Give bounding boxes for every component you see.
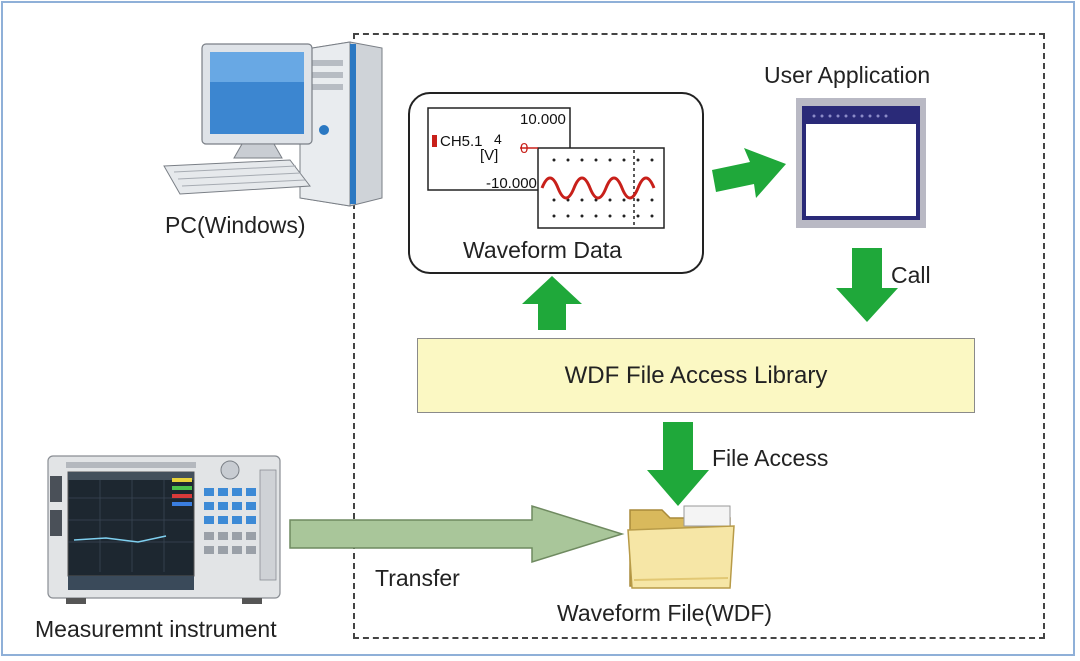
channel-suffix: 4 (494, 131, 502, 147)
call-label: Call (891, 262, 931, 288)
measurement-instrument-icon (47, 455, 281, 604)
instrument-label: Measuremnt instrument (35, 616, 277, 642)
transfer-arrow-icon (289, 504, 625, 564)
wdf-file-access-library: WDF File Access Library (417, 338, 975, 413)
application-window-icon (796, 98, 926, 228)
transfer-label: Transfer (375, 565, 460, 591)
pc-computer-icon (163, 41, 383, 207)
channel-label: CH5.1 (440, 133, 483, 150)
bottom-value: -10.000 (486, 175, 537, 192)
arrow-down-call-icon (836, 248, 898, 322)
arrow-down-file-access-icon (647, 422, 709, 506)
waveform-data-label: Waveform Data (463, 237, 622, 263)
arrow-up-icon (522, 276, 582, 330)
unit-label: [V] (480, 147, 498, 164)
pc-boundary (353, 33, 1045, 639)
waveform-display-icon: CH5.1 4 [V] 10.000 0 -10.000 (427, 107, 665, 229)
top-value: 10.000 (520, 111, 566, 128)
zero-value: 0 (520, 140, 528, 157)
user-application-label: User Application (764, 62, 931, 88)
waveform-file-label: Waveform File(WDF) (557, 600, 773, 626)
pc-label: PC(Windows) (165, 212, 306, 238)
folder-icon (627, 505, 735, 589)
arrow-right-icon (712, 148, 786, 198)
file-access-label: File Access (712, 445, 829, 471)
